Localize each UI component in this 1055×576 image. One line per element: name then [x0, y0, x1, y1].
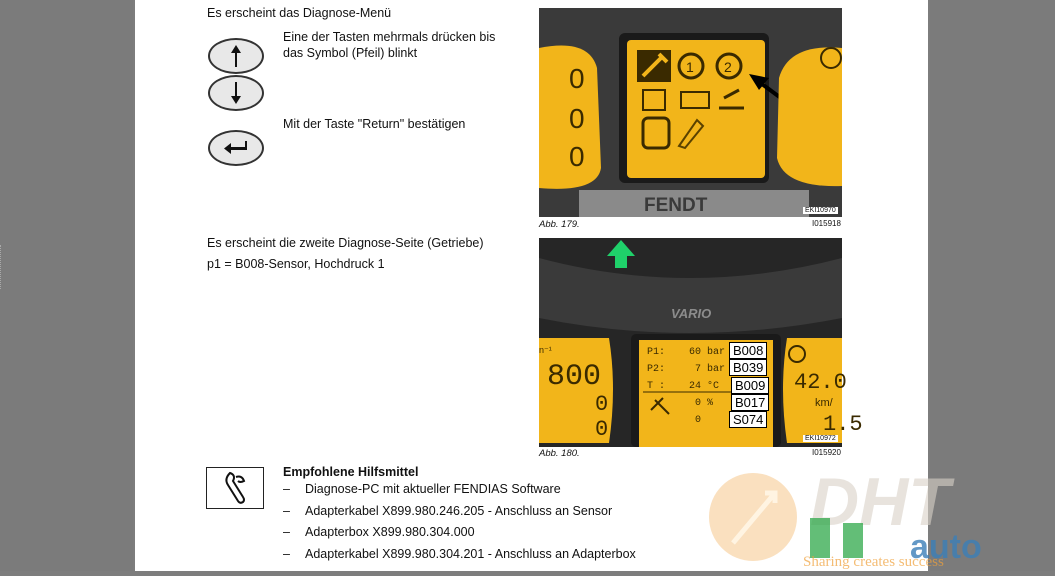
tools-item: –Diagnose-PC mit aktueller FENDIAS Softw…: [283, 482, 561, 496]
sensor-label-b008: B008: [729, 342, 768, 359]
return-key: [208, 130, 264, 166]
wrench-tool-icon: [225, 471, 246, 504]
figure-179-photo: 0 0 0 1 2 FENDT EKI10: [539, 8, 842, 217]
fendt-logo: FENDT: [644, 195, 708, 216]
svg-text:0: 0: [569, 63, 585, 94]
arrow-down-icon: [231, 82, 241, 104]
green-up-arrow-icon: [607, 240, 635, 268]
sensor-label-s074: S074: [729, 411, 768, 428]
svg-text:1.5: 1.5: [823, 412, 863, 437]
figure-179-code: I015918: [812, 219, 841, 228]
svg-text:0: 0: [595, 417, 608, 442]
document-page: Es erscheint das Diagnose-Menü Eine der …: [135, 0, 928, 571]
svg-text:0: 0: [595, 392, 608, 417]
return-instruction: Mit der Taste "Return" bestätigen: [283, 117, 466, 131]
svg-text:2: 2: [724, 59, 732, 75]
return-icon: [224, 141, 247, 154]
dashboard-diagnose-menu-image: 0 0 0 1 2 FENDT: [539, 8, 842, 217]
down-arrow-key: [208, 75, 264, 111]
gearbox-readout: P1: 60 bar P2: 7 bar T : 24 °C 0 % 0: [647, 344, 727, 429]
figure-179-caption: Abb. 179.: [539, 219, 580, 230]
tools-item: –Adapterbox X899.980.304.000: [283, 525, 475, 539]
svg-text:800: 800: [547, 360, 601, 394]
section2-line1: Es erscheint die zweite Diagnose-Seite (…: [207, 236, 484, 250]
sensor-label-b009: B009: [731, 377, 770, 394]
svg-text:42.0: 42.0: [794, 370, 847, 395]
arrow-up-icon: [231, 45, 241, 67]
readout-row: 0 %: [694, 398, 714, 409]
svg-text:km/: km/: [815, 397, 834, 409]
tools-item: –Adapterkabel X899.980.246.205 - Anschlu…: [283, 504, 613, 518]
sensor-label-b017: B017: [731, 394, 770, 411]
sensor-label-b039: B039: [729, 359, 768, 376]
readout-row: T : 24 °C: [647, 381, 720, 392]
arrow-instruction-line1: Eine der Tasten mehrmals drücken bis: [283, 30, 496, 44]
readout-row: P1: 60 bar: [647, 347, 726, 358]
tools-item: –Adapterkabel X899.980.304.201 - Anschlu…: [283, 547, 636, 561]
splitter-grip[interactable]: [0, 245, 5, 289]
svg-text:1: 1: [686, 59, 694, 75]
up-arrow-key: [208, 38, 264, 74]
figure-179-box-code: EKI10970: [803, 207, 838, 214]
dashboard-diagnose-gearbox-image: VARIO n⁻¹ 800 0 0 42.0 km/ 1.5: [539, 238, 863, 447]
readout-row: P2: 7 bar: [647, 364, 726, 375]
viewer-left-margin: [0, 0, 133, 571]
figure-180-caption: Abb. 180.: [539, 448, 580, 459]
readout-row: 0: [694, 415, 701, 426]
svg-text:0: 0: [569, 103, 585, 134]
arrow-instruction-line2: das Symbol (Pfeil) blinkt: [283, 46, 418, 60]
viewer-right-margin: [930, 0, 1055, 571]
svg-text:n⁻¹: n⁻¹: [539, 345, 552, 355]
svg-text:0: 0: [569, 141, 585, 172]
section1-intro: Es erscheint das Diagnose-Menü: [207, 6, 392, 20]
vario-logo: VARIO: [671, 306, 711, 321]
figure-180-code: I015920: [812, 448, 841, 457]
figure-180-box-code: EKI10972: [803, 435, 838, 442]
figure-180-photo: VARIO n⁻¹ 800 0 0 42.0 km/ 1.5 P1: 60 ba…: [539, 238, 863, 447]
section2-line2: p1 = B008-Sensor, Hochdruck 1: [207, 257, 385, 271]
tool-symbol-box: [206, 467, 264, 509]
tools-heading: Empfohlene Hilfsmittel: [283, 465, 419, 479]
